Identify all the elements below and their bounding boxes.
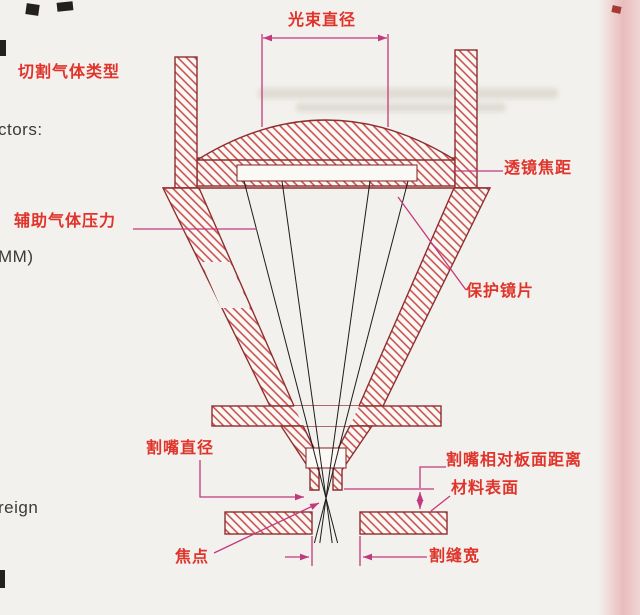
label-nozzle-to-plate-distance: 割嘴相对板面距离	[446, 452, 583, 469]
wall-break	[201, 262, 250, 308]
label-cutting-gas-type: 切割气体类型	[18, 64, 121, 81]
bleed-through-text	[258, 88, 558, 99]
lens-assembly	[174, 49, 478, 189]
orifice-detail	[305, 447, 347, 469]
label-lens-focal-length: 透镜焦距	[504, 160, 573, 177]
cone-body	[161, 187, 492, 407]
nozzle-tip-assembly	[211, 405, 442, 491]
housing-wall-right	[454, 49, 478, 189]
housing-wall-left	[174, 56, 198, 189]
label-nozzle-diameter: 割嘴直径	[146, 440, 215, 457]
nozzle-dia-leader	[199, 460, 304, 501]
workpiece	[224, 511, 448, 535]
cropped-text-fragment: reign	[0, 498, 39, 517]
plate-left	[224, 511, 313, 535]
label-protective-lens: 保护镜片	[466, 283, 535, 300]
bleed-through-text	[296, 103, 506, 112]
lens-dome	[194, 119, 458, 161]
label-material-surface: 材料表面	[451, 480, 520, 497]
tip-wall-right	[332, 425, 374, 491]
page-edge-tint	[598, 0, 640, 615]
label-focal-point: 焦点	[175, 549, 210, 566]
label-kerf-width: 割缝宽	[429, 548, 481, 565]
cropped-text-fragment: ctors:	[0, 120, 43, 139]
label-beam-diameter: 光束直径	[288, 12, 357, 29]
focal-point-arrow	[213, 502, 320, 554]
label-assist-gas-pressure: 辅助气体压力	[14, 213, 117, 230]
protective-lens-leader	[397, 196, 467, 291]
plate-right	[359, 511, 448, 535]
dimensions	[133, 34, 503, 566]
material-surface-leader	[430, 495, 451, 512]
gas-chamber	[294, 406, 359, 426]
tip-wall-left	[279, 425, 320, 491]
scan-artifact	[0, 40, 6, 56]
cropped-text-fragment: MM)	[0, 247, 34, 266]
lens-aperture	[236, 164, 418, 182]
beam-rays	[243, 180, 409, 544]
standoff-leader	[419, 466, 446, 488]
scan-artifact	[0, 570, 5, 588]
